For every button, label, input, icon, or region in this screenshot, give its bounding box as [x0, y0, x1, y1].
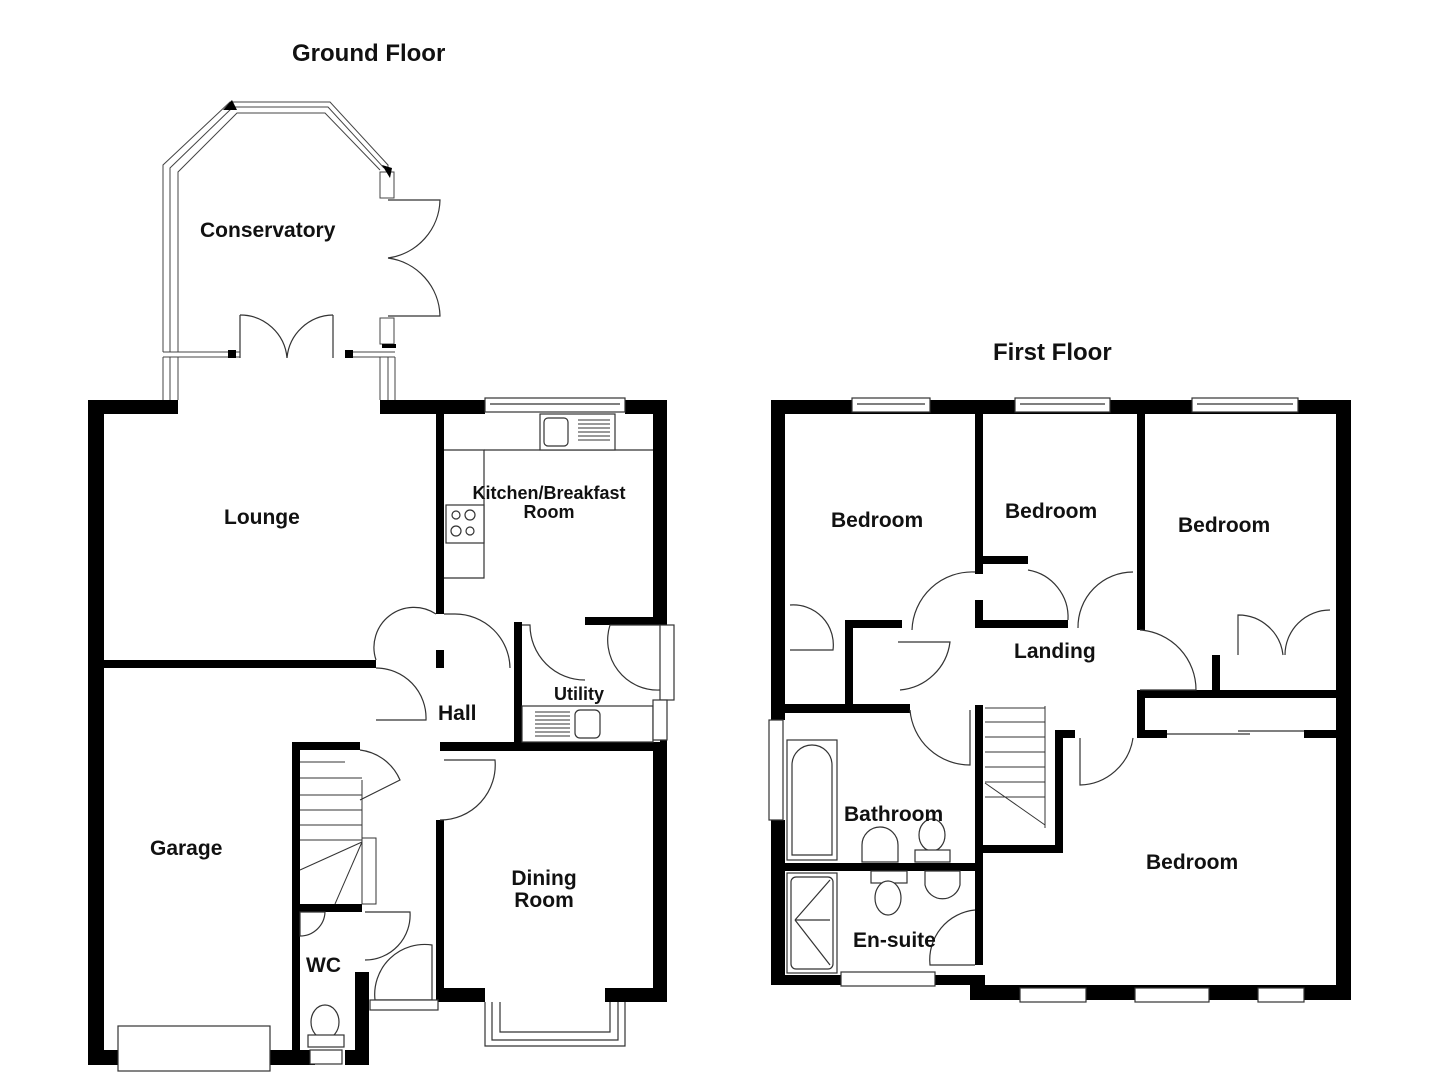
room-label-bedroom-2: Bedroom [1005, 500, 1098, 523]
room-label-kitchen: Kitchen/Breakfast Room [466, 484, 632, 522]
first-floor-walls [771, 400, 1351, 1000]
first-floor-stairs [984, 706, 1046, 828]
room-label-dining: Dining Room [496, 867, 592, 913]
room-label-landing: Landing [1014, 640, 1096, 663]
room-label-lounge: Lounge [224, 506, 300, 529]
room-label-bedroom-4: Bedroom [1146, 851, 1239, 874]
conservatory-glazing [162, 101, 396, 400]
first-floor-title: First Floor [993, 339, 1112, 366]
room-label-dining-line2: Room [514, 889, 574, 913]
room-label-bedroom-1: Bedroom [831, 509, 924, 532]
ground-stairs [299, 761, 377, 905]
room-label-conservatory: Conservatory [200, 219, 336, 242]
room-label-wc: WC [306, 954, 341, 977]
room-label-kitchen-line1: Kitchen/Breakfast [472, 483, 626, 503]
ground-floor-title: Ground Floor [292, 40, 446, 67]
room-label-utility: Utility [554, 684, 605, 704]
room-label-dining-line1: Dining [511, 867, 577, 890]
ground-floor-plan [88, 100, 675, 1072]
room-label-bedroom-3: Bedroom [1178, 514, 1271, 537]
first-floor-plan [768, 397, 1351, 1003]
room-label-kitchen-line2: Room [523, 501, 575, 522]
room-label-garage: Garage [150, 837, 223, 860]
room-label-ensuite: En-suite [853, 929, 936, 952]
room-label-bathroom: Bathroom [844, 803, 944, 826]
room-label-hall: Hall [438, 702, 477, 725]
